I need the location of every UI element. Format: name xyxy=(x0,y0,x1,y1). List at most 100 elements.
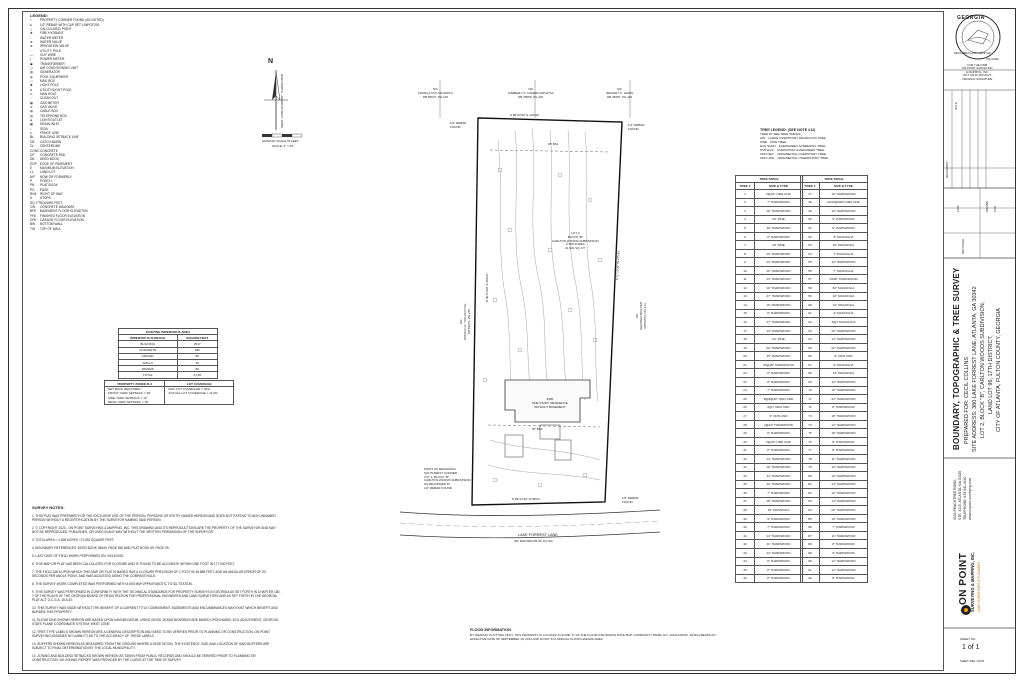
legend-label: TELEPHONE BOX xyxy=(40,113,67,118)
legend-symbol: ⊘ xyxy=(30,105,33,110)
legend-symbol: EOP xyxy=(30,161,37,166)
legend-label: WATER VALVE xyxy=(40,39,62,44)
legend-symbol: ◈ xyxy=(30,118,33,123)
legend-item: ▢MAIL BOX xyxy=(30,79,104,83)
tree-size-type: 8" HARDWOOD xyxy=(819,402,868,413)
coverage-line: ACTUAL LOT COVERAGE = 11.9% xyxy=(168,391,218,396)
tree-number: 16 xyxy=(735,317,755,327)
tree-number: 44 xyxy=(735,556,755,567)
tree-size-type: 8" HARDWOOD xyxy=(754,565,803,575)
tree-size-type: 9" ORN UND xyxy=(754,411,803,421)
tree-size-type: 22" HARDWOOD xyxy=(819,342,868,353)
tree-number: 23 xyxy=(735,377,755,387)
legend-item: ✚FIRE HYDRANT xyxy=(30,31,104,35)
tree-number: 4 xyxy=(735,214,755,225)
legend-label: PORCH xyxy=(40,178,52,183)
tree-number: 74 xyxy=(800,419,820,430)
legend-symbol: ▨ xyxy=(30,70,34,75)
tree-number: 13 xyxy=(735,291,755,302)
legend-label: IRRIGATION VALVE xyxy=(40,44,70,49)
tree-size-type: 10" MAGNOLIA xyxy=(819,240,868,250)
legend-symbol: E xyxy=(30,165,33,170)
legend-item: ▩DRAIN INLET xyxy=(30,122,104,126)
tree-size-type: 20" PINE xyxy=(754,214,803,225)
tree-size-type: 10" HARDWOOD xyxy=(754,283,803,293)
company-tagline: LAND SURVEYORS & PLANNERS xyxy=(977,561,981,612)
tree-size-type: 16" HARDWOOD xyxy=(754,300,803,310)
legend-label: EDGE OF PAVEMENT xyxy=(40,161,73,166)
tree-size-type: 2@10" HARDWOOD xyxy=(754,419,803,430)
zoning-header: LOT COVERAGE xyxy=(164,379,234,388)
zoning-header: PROPERTY ZONED R-3 xyxy=(103,379,166,388)
tree-number: 65 xyxy=(800,342,820,353)
tree-size-type: 8" HARDWOOD xyxy=(754,556,803,567)
tree-number: 2 xyxy=(735,197,755,208)
legend: LEGEND: ○PROPERTY CORNER FOUND (AS NOTED… xyxy=(30,13,104,231)
legend-item: ○PROPERTY CORNER FOUND (AS NOTED) xyxy=(30,18,104,22)
tree-size-type: 14" HARDWOOD xyxy=(754,471,803,481)
surveyor-seal-icon xyxy=(955,14,1001,60)
tree-number: 85 xyxy=(800,513,820,524)
legend-symbol: N/F xyxy=(30,174,36,179)
drawing-sheet xyxy=(8,8,1016,674)
tree-size-type: 9" HARDWOOD xyxy=(819,214,868,225)
legend-label: GENERATOR xyxy=(40,70,60,75)
legend-label: GAS METER xyxy=(40,100,59,105)
coverage-line: MAX LOT COVERAGE = 40% xyxy=(168,387,211,392)
tree-number: 55 xyxy=(800,257,820,267)
adjoiner-east: N/F GEORGIA BOUVIER DB 59576, PG 234 xyxy=(635,301,647,330)
legend-item: ◌CLEAN OUT xyxy=(30,96,104,100)
legend-item: ▫WATER METER xyxy=(30,36,104,40)
legend-symbol: ○ xyxy=(30,18,32,23)
tree-size-type: 8@7 MAGNOLIA xyxy=(819,317,868,327)
tree-size-type: 13" HARDWOOD xyxy=(754,325,803,336)
zoning-line: SET BACK REQUIRED xyxy=(108,387,141,392)
tree-number: 80 xyxy=(800,471,820,481)
tree-legend-item: OVR EVG OVERSTORY EVERGREEN TREE xyxy=(760,148,825,152)
tree-number: 91 xyxy=(800,565,820,575)
legend-symbol: ✱ xyxy=(30,83,33,88)
adjoiner-left: N/F FRANCA TAYLOR-SMITH DB 59937, PG 106 xyxy=(418,87,453,99)
legend-symbol: ▪ xyxy=(30,57,32,62)
tree-size-type: 22/23@MAP ORN UND xyxy=(819,197,868,208)
tree-size-type: 15" HARDWOOD xyxy=(754,351,803,361)
tree-number: 15 xyxy=(735,308,755,319)
tree-number: 42 xyxy=(735,539,755,549)
tree-size-type: 22" PINE xyxy=(754,334,803,344)
tree-size-type: 12" HARDWOOD xyxy=(819,556,868,567)
north-letter: N xyxy=(268,58,274,65)
legend-symbol: ◦ xyxy=(30,48,32,53)
